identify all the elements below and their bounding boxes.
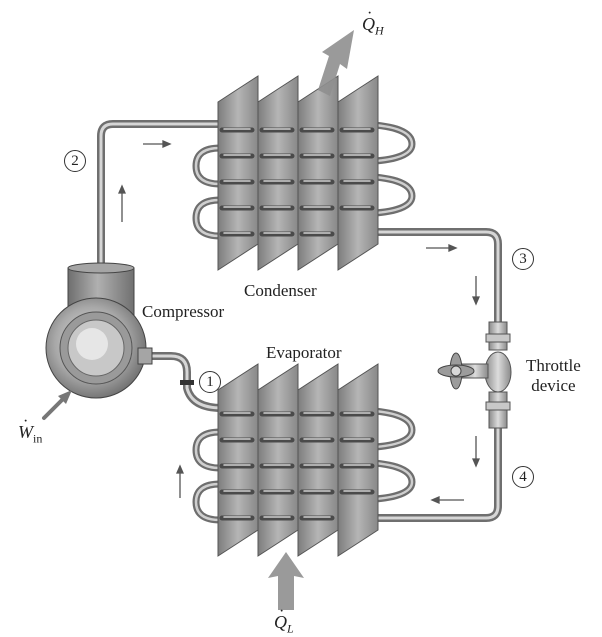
state-1-marker: 1 [199,371,221,393]
heat-rejected-label: ·QH [362,14,384,39]
flow-arrow-icon [143,141,170,147]
state-3-marker: 3 [512,248,534,270]
throttle-device-label: Throttle device [526,356,581,397]
flow-arrow-icon [473,276,479,304]
condenser-unit [196,76,412,270]
condenser-label: Condenser [244,282,317,299]
flow-arrow-icon [473,436,479,466]
evaporator-label: Evaporator [266,344,342,361]
qh-subscript: H [375,24,384,38]
state-4-marker: 4 [512,466,534,488]
flow-arrow-icon [177,466,183,498]
flow-arrow-icon [432,497,464,503]
flow-arrow-icon [426,245,456,251]
throttle-label-line2: device [526,376,581,396]
ql-subscript: L [287,622,294,636]
work-input-label: ·Win [18,422,42,447]
w-subscript: in [33,432,42,446]
compressor-label: Compressor [142,303,224,320]
work-in-arrow [44,390,72,418]
valve-handwheel-icon [438,353,474,389]
heat-absorbed-label: ·QL [274,612,294,637]
throttle-valve [438,322,511,428]
compressor-unit [46,263,152,398]
state-2-marker: 2 [64,150,86,172]
heat-in-arrow [268,552,304,610]
evaporator-unit [196,364,412,556]
flow-arrow-icon [119,186,125,222]
throttle-label-line1: Throttle [526,356,581,376]
